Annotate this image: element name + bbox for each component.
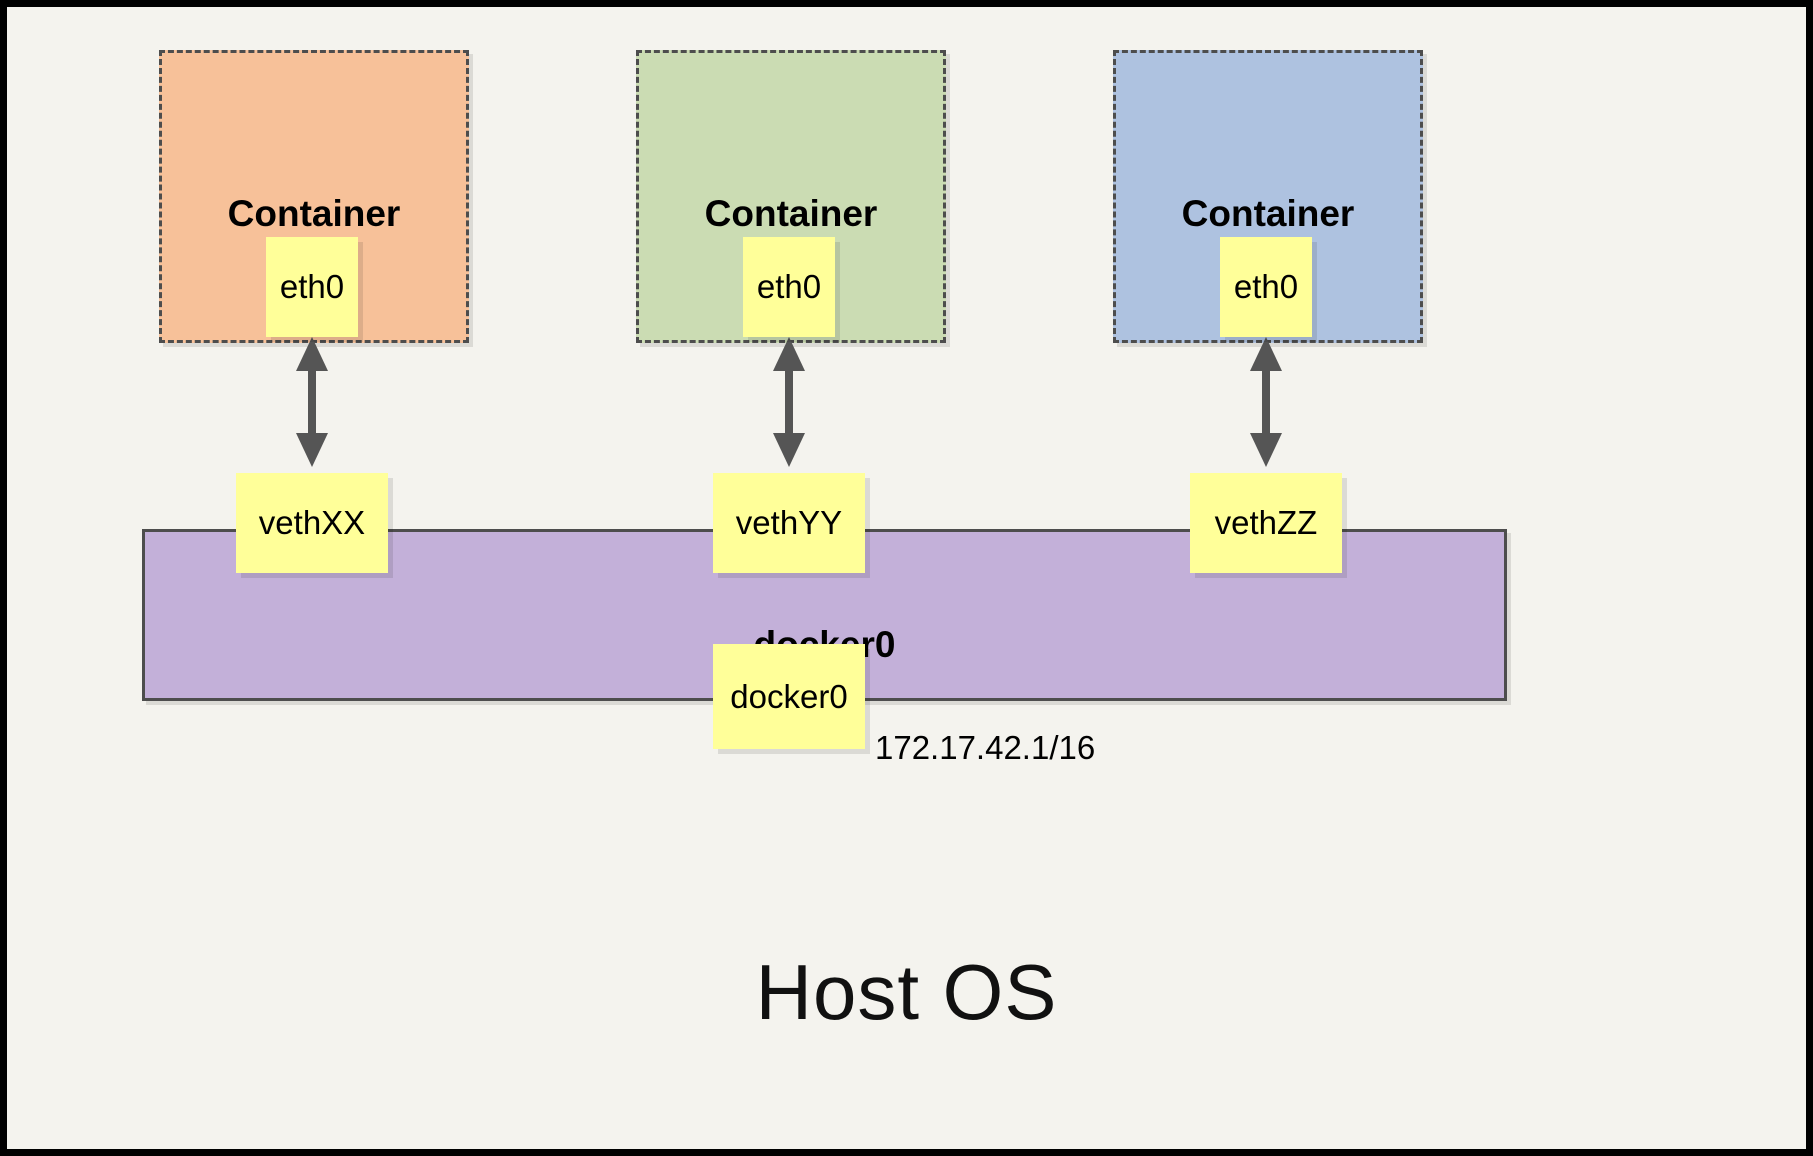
eth0-box-1: eth0 bbox=[266, 237, 358, 337]
veth-box-1: vethXX bbox=[236, 473, 388, 573]
link-arrow-1 bbox=[296, 337, 328, 467]
veth-box-3: vethZZ bbox=[1190, 473, 1342, 573]
diagram-canvas: Container eth0 Container eth0 Container … bbox=[7, 7, 1806, 1149]
container-title-1: Container bbox=[227, 193, 401, 234]
eth0-box-3: eth0 bbox=[1220, 237, 1312, 337]
link-arrow-3 bbox=[1250, 337, 1282, 467]
docker0-ip-label: 172.17.42.1/16 bbox=[875, 729, 1096, 766]
docker0-interface-box: docker0 bbox=[713, 644, 865, 749]
container-title-2: Container bbox=[704, 193, 878, 234]
container-title-3: Container bbox=[1181, 193, 1355, 234]
host-os-label: Host OS bbox=[755, 948, 1058, 1036]
veth-box-2: vethYY bbox=[713, 473, 865, 573]
link-arrow-2 bbox=[773, 337, 805, 467]
eth0-box-2: eth0 bbox=[743, 237, 835, 337]
